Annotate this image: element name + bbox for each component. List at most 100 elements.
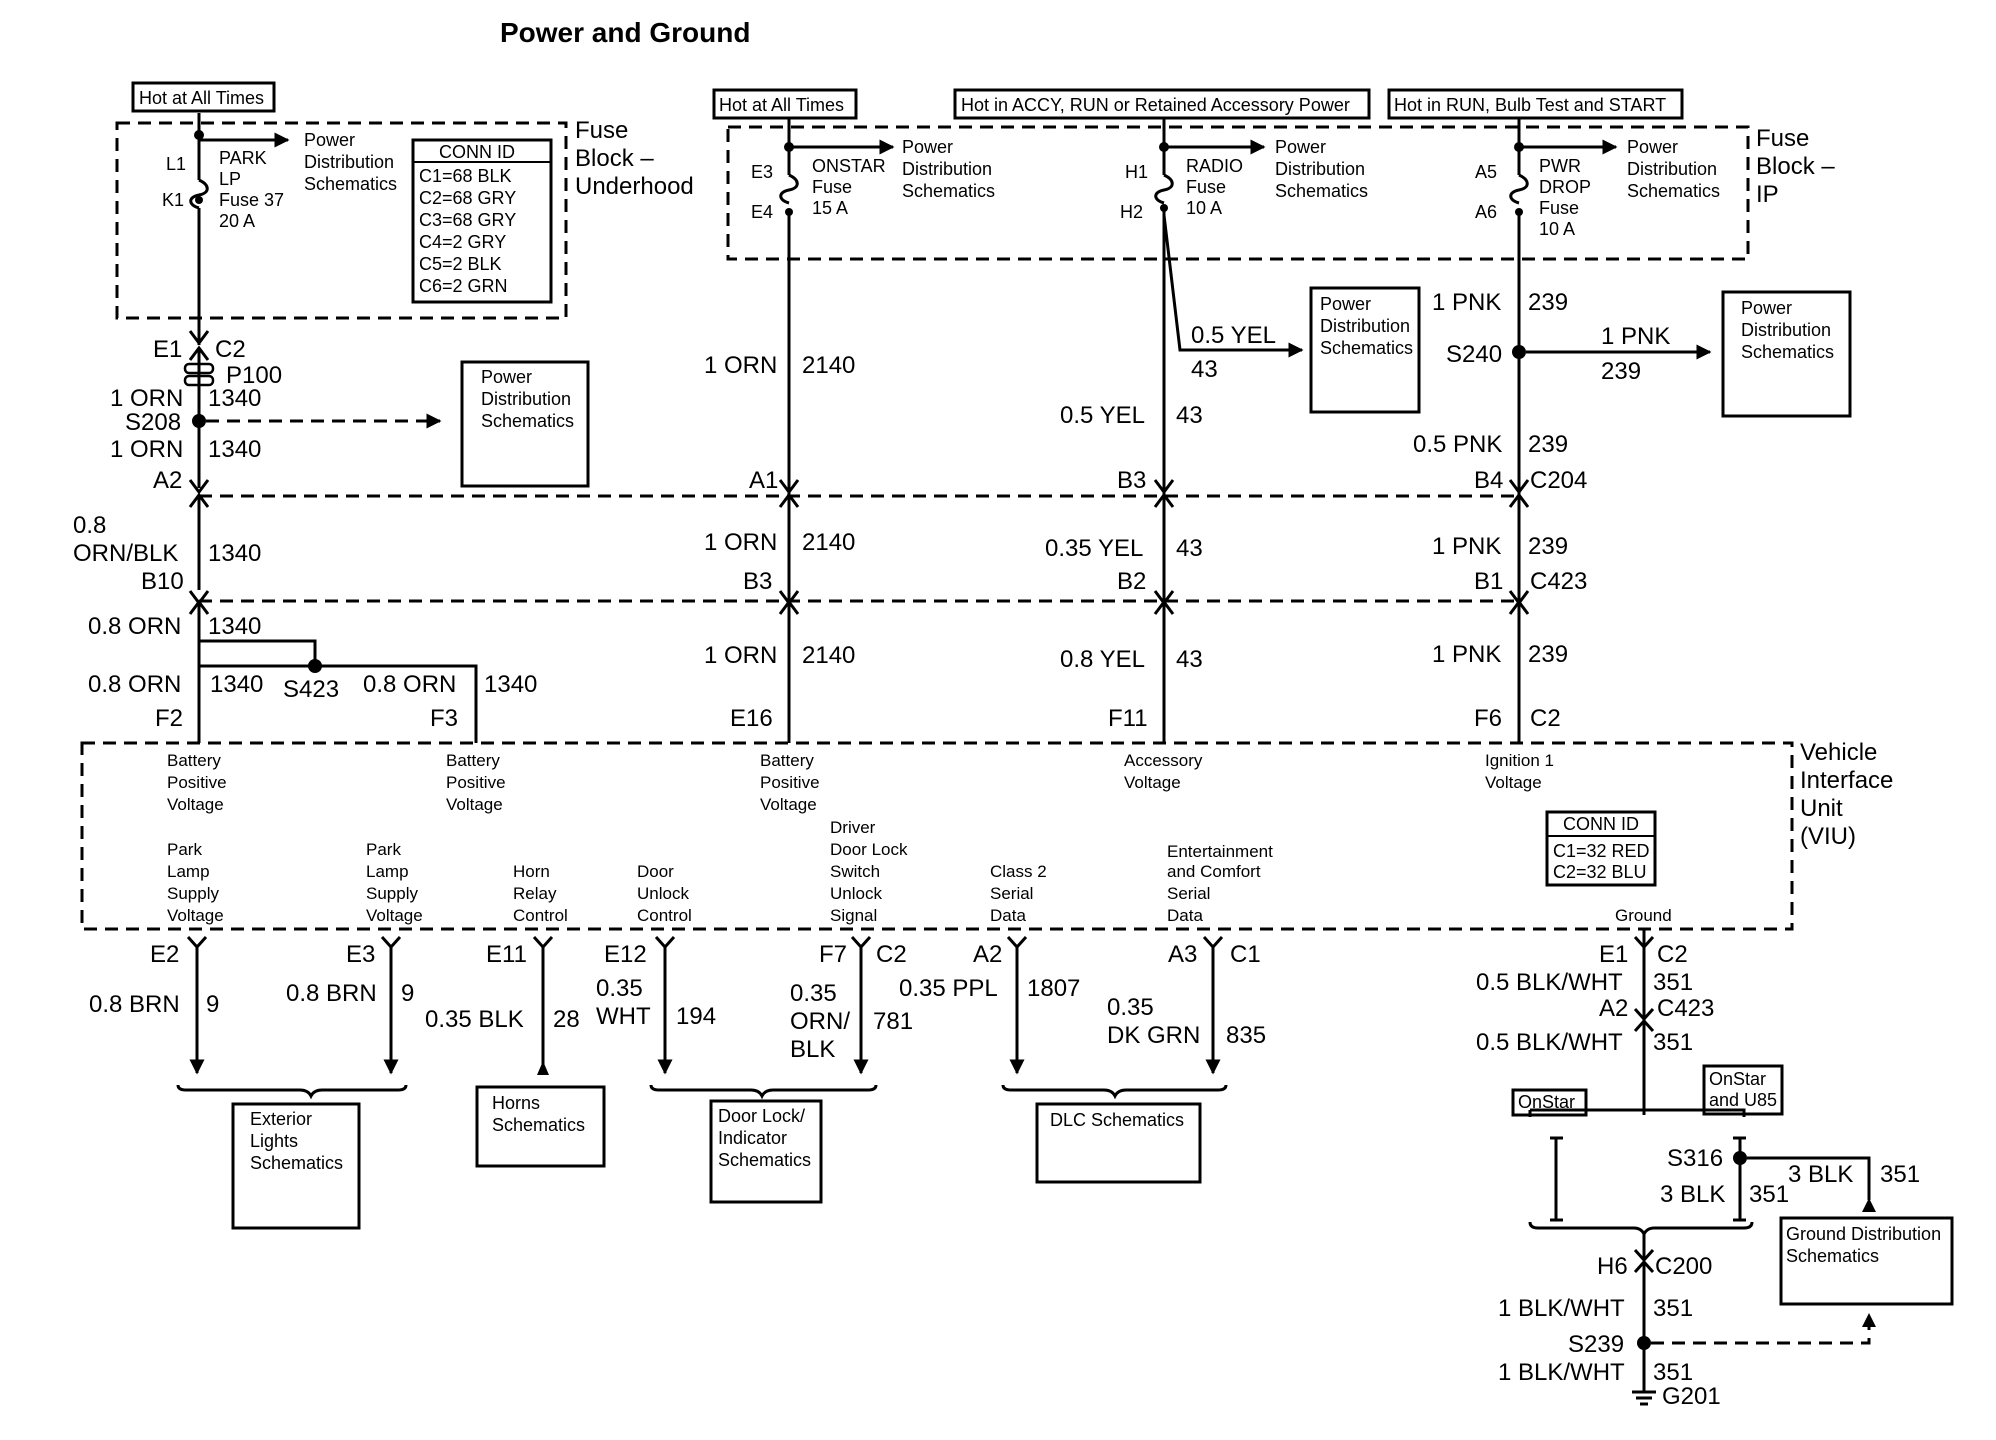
svg-text:0.8 BRN: 0.8 BRN	[286, 980, 377, 1007]
svg-text:351: 351	[1749, 1181, 1789, 1208]
diagram-title: Power and Ground	[500, 17, 750, 48]
splice-s239	[1637, 1336, 1651, 1350]
svg-text:Battery: Battery	[446, 751, 500, 770]
svg-text:Fuse: Fuse	[1539, 198, 1579, 218]
svg-text:C1: C1	[1230, 941, 1261, 968]
svg-text:Voltage: Voltage	[167, 795, 224, 814]
svg-text:1 ORN: 1 ORN	[704, 642, 777, 669]
svg-text:Supply: Supply	[167, 884, 219, 903]
exterior-lights-ref-box: Exterior Lights Schematics	[231, 1102, 361, 1230]
dlc-ref-box: DLC Schematics	[1035, 1102, 1202, 1184]
power-dist-ref-underhood-3: Schematics	[304, 174, 397, 194]
output-e3-circuit-9: E3 0.8 BRN 9	[286, 935, 414, 1075]
power-dist-ref-underhood-2: Distribution	[304, 152, 394, 172]
svg-text:CONN ID: CONN ID	[439, 142, 515, 162]
svg-text:Unit: Unit	[1800, 795, 1843, 822]
svg-text:A1: A1	[749, 467, 778, 494]
svg-text:Distribution: Distribution	[481, 389, 571, 409]
horns-ref-box: Horns Schematics	[475, 1085, 606, 1168]
brace-door-lock	[649, 1084, 878, 1100]
svg-text:C5=2 BLK: C5=2 BLK	[419, 254, 502, 274]
svg-text:1 BLK/WHT: 1 BLK/WHT	[1498, 1295, 1625, 1322]
ground-circuit-351: E1 C2 0.5 BLK/WHT 351 A2 C423 0.5 BLK/WH…	[1476, 929, 1920, 1410]
svg-text:A2: A2	[153, 467, 182, 494]
svg-text:ORN/: ORN/	[790, 1008, 850, 1035]
svg-text:C2: C2	[1657, 941, 1688, 968]
svg-text:0.35: 0.35	[790, 980, 837, 1007]
svg-text:2140: 2140	[802, 642, 855, 669]
svg-text:0.35: 0.35	[596, 975, 643, 1002]
onstar-option-label: OnStar	[1511, 1088, 1588, 1117]
svg-text:Power: Power	[1275, 137, 1326, 157]
svg-text:15 A: 15 A	[812, 198, 848, 218]
svg-text:1 ORN: 1 ORN	[704, 529, 777, 556]
svg-text:and U85: and U85	[1709, 1090, 1777, 1110]
svg-text:0.35: 0.35	[1107, 994, 1154, 1021]
circuit-2140: 1 ORN 2140 A1 1 ORN 2140 B3 1 ORN 2140 E…	[704, 212, 855, 733]
hot-in-accy-label: Hot in ACCY, RUN or Retained Accessory P…	[953, 88, 1371, 120]
svg-text:Ground Distribution: Ground Distribution	[1786, 1224, 1941, 1244]
svg-text:F3: F3	[430, 705, 458, 732]
svg-text:1340: 1340	[484, 671, 537, 698]
svg-text:Supply: Supply	[366, 884, 418, 903]
svg-text:Entertainment: Entertainment	[1167, 842, 1273, 861]
svg-text:C2: C2	[215, 336, 246, 363]
svg-text:0.5 YEL: 0.5 YEL	[1191, 322, 1276, 349]
svg-text:E1: E1	[1599, 941, 1628, 968]
svg-text:S423: S423	[283, 676, 339, 703]
svg-text:Power: Power	[1627, 137, 1678, 157]
output-e2-circuit-9: E2 0.8 BRN 9	[89, 935, 219, 1075]
svg-text:F6: F6	[1474, 705, 1502, 732]
svg-text:S316: S316	[1667, 1145, 1723, 1172]
svg-text:Schematics: Schematics	[1275, 181, 1368, 201]
radio-fuse-icon	[1154, 173, 1174, 205]
fuse-block-ip-name-1: Fuse	[1756, 125, 1809, 152]
park-lp-fuse-label-4: 20 A	[219, 211, 255, 231]
circuit-1340: E1 C2 P100 1 ORN 1340 S208 1 ORN 1340 A2…	[73, 318, 537, 733]
svg-text:S208: S208	[125, 409, 181, 436]
terminal-e3: E3	[751, 162, 773, 182]
svg-text:0.8 ORN: 0.8 ORN	[88, 671, 181, 698]
svg-text:Data: Data	[1167, 906, 1203, 925]
power-distribution-ref-box-s240: Power Distribution Schematics	[1721, 290, 1852, 418]
svg-text:C2: C2	[1530, 705, 1561, 732]
svg-text:Control: Control	[637, 906, 692, 925]
svg-text:Fuse: Fuse	[1186, 177, 1226, 197]
svg-text:and Comfort: and Comfort	[1167, 862, 1261, 881]
svg-text:Fuse: Fuse	[812, 177, 852, 197]
svg-text:10 A: 10 A	[1539, 219, 1575, 239]
svg-text:DLC Schematics: DLC Schematics	[1050, 1110, 1184, 1130]
svg-text:B3: B3	[743, 568, 772, 595]
svg-text:Door Lock/: Door Lock/	[718, 1106, 805, 1126]
svg-text:28: 28	[553, 1006, 580, 1033]
svg-text:43: 43	[1176, 646, 1203, 673]
svg-text:835: 835	[1226, 1022, 1266, 1049]
terminal-a5: A5	[1475, 162, 1497, 182]
svg-text:Signal: Signal	[830, 906, 877, 925]
svg-text:A2: A2	[973, 941, 1002, 968]
svg-text:C6=2 GRN: C6=2 GRN	[419, 276, 508, 296]
svg-text:ORN/BLK: ORN/BLK	[73, 540, 178, 567]
svg-text:Schematics: Schematics	[1320, 338, 1413, 358]
svg-text:Positive: Positive	[167, 773, 227, 792]
svg-text:C423: C423	[1657, 995, 1714, 1022]
svg-text:239: 239	[1528, 533, 1568, 560]
svg-text:1 PNK: 1 PNK	[1432, 641, 1501, 668]
hot-in-run-label: Hot in RUN, Bulb Test and START	[1387, 88, 1684, 120]
svg-text:Horn: Horn	[513, 862, 550, 881]
terminal-h1: H1	[1125, 162, 1148, 182]
svg-text:RADIO: RADIO	[1186, 156, 1243, 176]
fuse-block-ip: Fuse Block – IP	[726, 125, 1835, 261]
svg-text:C3=68 GRY: C3=68 GRY	[419, 210, 516, 230]
svg-text:1 PNK: 1 PNK	[1432, 289, 1501, 316]
svg-text:2140: 2140	[802, 529, 855, 556]
svg-text:Voltage: Voltage	[1485, 773, 1542, 792]
radio-fuse-circuit: Power Distribution Schematics H1 H2 RADI…	[1120, 118, 1368, 222]
svg-text:Distribution: Distribution	[902, 159, 992, 179]
svg-text:Positive: Positive	[760, 773, 820, 792]
svg-text:ONSTAR: ONSTAR	[812, 156, 886, 176]
svg-text:10 A: 10 A	[1186, 198, 1222, 218]
svg-text:Positive: Positive	[446, 773, 506, 792]
svg-text:E12: E12	[604, 941, 647, 968]
